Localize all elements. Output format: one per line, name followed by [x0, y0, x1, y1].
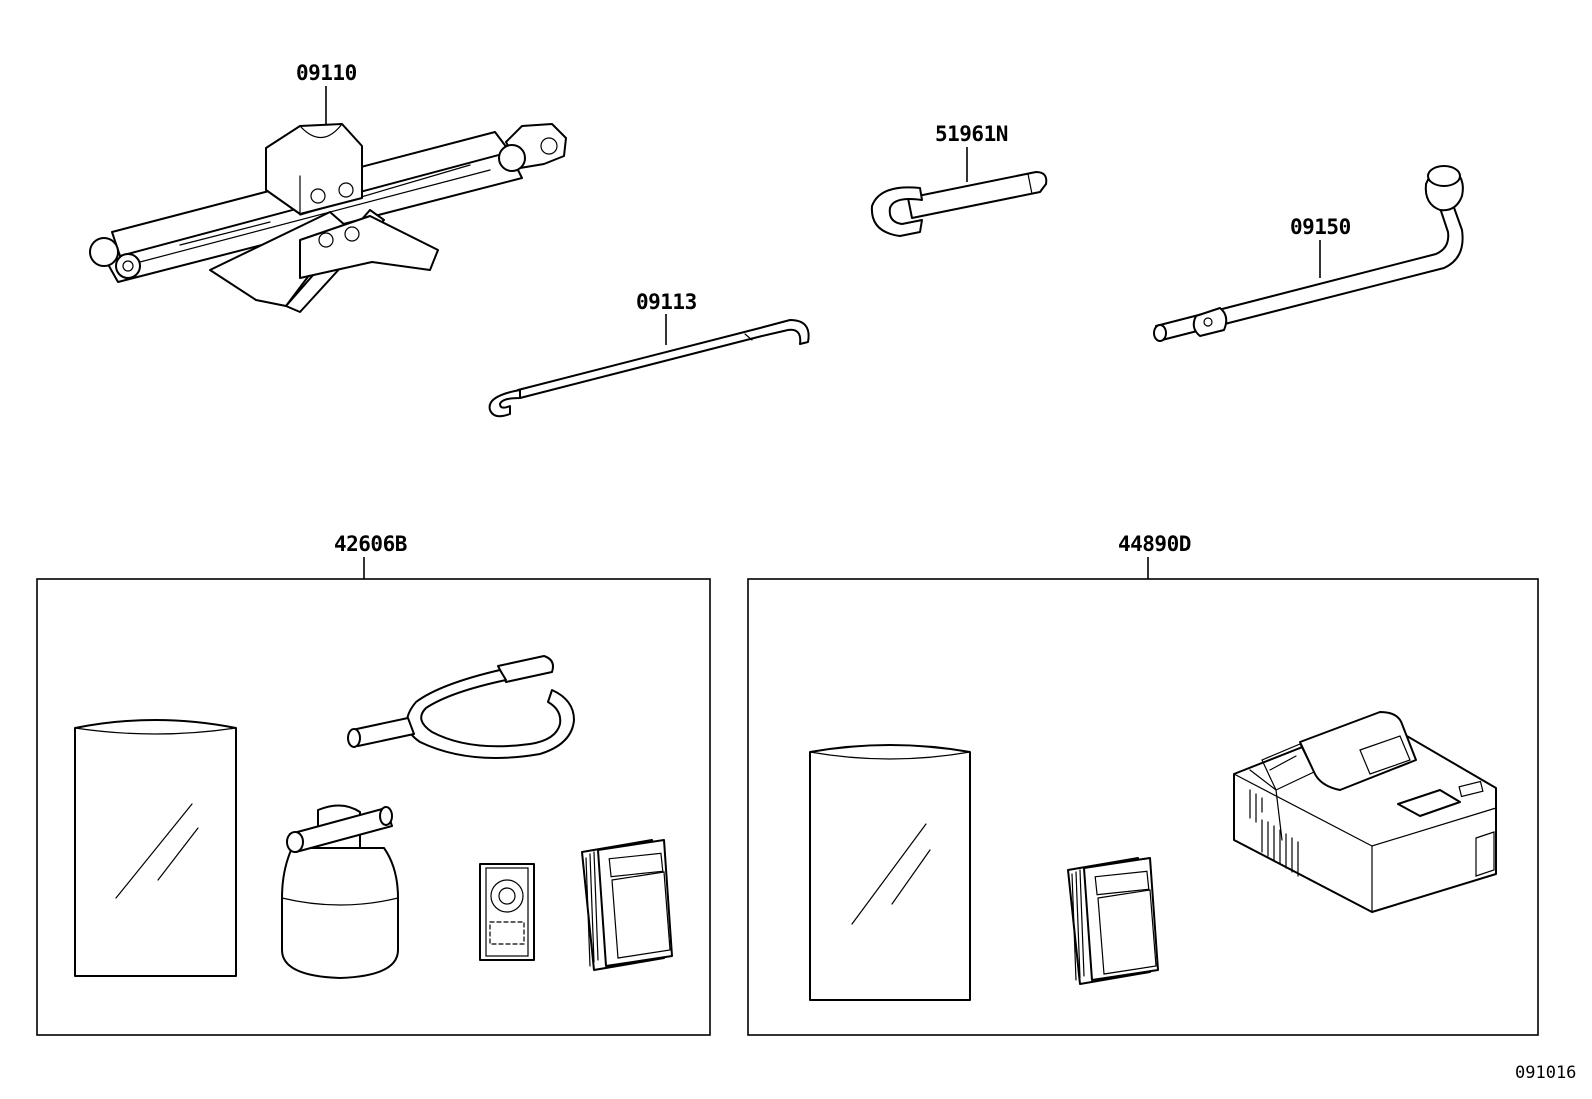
hook-bolt-illustration[interactable] — [870, 171, 1048, 237]
compressor-kit-box — [747, 578, 1539, 1036]
repair-kit-box — [36, 578, 711, 1036]
warning-label-illustration[interactable] — [479, 863, 535, 961]
part-label-wrench[interactable]: 09150 — [1290, 215, 1351, 239]
air-compressor-illustration[interactable] — [1233, 711, 1497, 913]
lug-wrench-illustration[interactable] — [1153, 165, 1464, 342]
jack-handle-illustration[interactable] — [488, 319, 810, 418]
part-label-compressor-kit[interactable]: 44890D — [1118, 532, 1191, 556]
part-label-hook-bolt[interactable]: 51961N — [935, 122, 1008, 146]
hook-bolt-group: 51961N — [870, 122, 1048, 237]
repair-kit-group: 42606B — [36, 532, 711, 1036]
diagram-code: 091016 — [1515, 1063, 1576, 1083]
scissor-jack-illustration[interactable] — [89, 123, 567, 313]
manual-booklet-illustration[interactable] — [581, 839, 673, 971]
part-label-jack-handle[interactable]: 09113 — [636, 290, 697, 314]
bag-illustration[interactable] — [74, 719, 237, 977]
wrench-group: 09150 — [1153, 165, 1464, 342]
manual-booklet-illustration-2[interactable] — [1067, 857, 1159, 985]
sealant-bottle-illustration[interactable] — [281, 804, 399, 979]
part-label-repair-kit[interactable]: 42606B — [334, 532, 407, 556]
bag-illustration-2[interactable] — [809, 744, 971, 1001]
hose-illustration[interactable] — [347, 655, 575, 759]
compressor-kit-group: 44890D — [747, 532, 1539, 1036]
part-label-jack[interactable]: 09110 — [296, 61, 357, 85]
jack-group: 09110 — [89, 61, 567, 313]
jack-handle-group: 09113 — [488, 290, 810, 418]
